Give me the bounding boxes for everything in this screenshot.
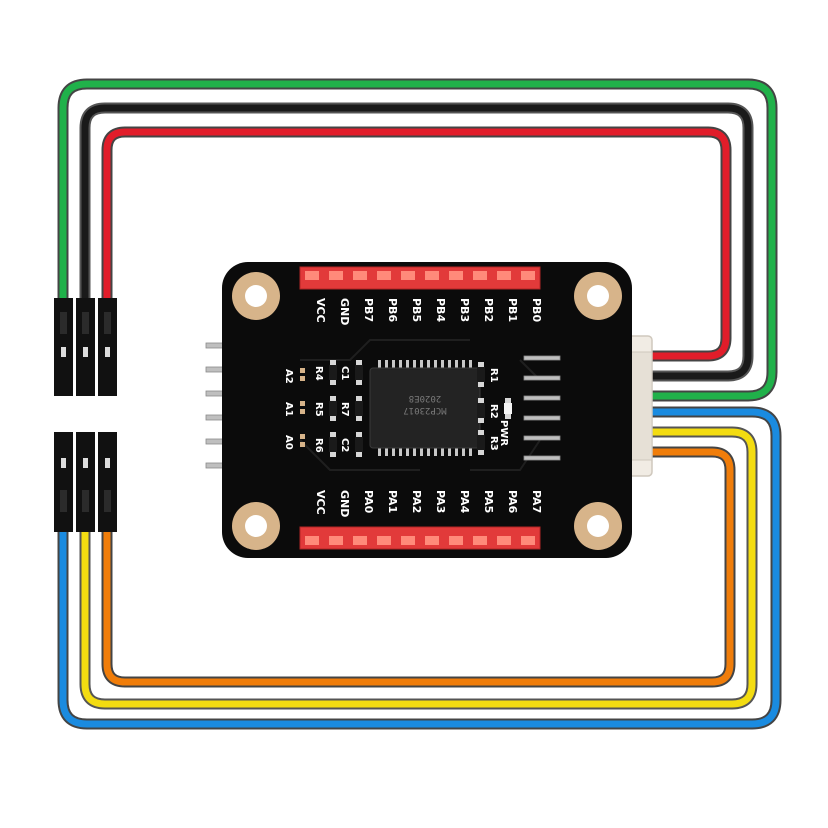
wire-blue: [59, 408, 780, 728]
label-r3: R3: [488, 436, 499, 451]
label-r4: R4: [313, 366, 324, 381]
wire-orange: [103, 448, 734, 686]
bottom-label-1: GND: [338, 490, 351, 517]
bottom-label-8: PA6: [506, 490, 519, 514]
label-r1: R1: [488, 368, 499, 383]
top-label-1: GND: [338, 298, 351, 325]
bottom-pin-labels: VCC GND PA0 PA1 PA2 PA3 PA4 PA5 PA6 PA7: [314, 490, 543, 517]
dupont-housing-3: [98, 298, 117, 396]
jst-pins: [523, 355, 561, 461]
bottom-label-2: PA0: [362, 490, 375, 514]
label-r5: R5: [313, 402, 324, 417]
bottom-label-0: VCC: [314, 490, 327, 515]
dupont-connector-icon: [54, 432, 117, 532]
dupont-housing-6: [98, 432, 117, 532]
bottom-label-3: PA1: [386, 490, 399, 513]
wire-yellow: [81, 428, 756, 708]
top-label-0: VCC: [314, 298, 327, 323]
top-label-6: PB3: [458, 298, 471, 322]
wire-green: [59, 80, 776, 400]
dupont-housing-5: [76, 432, 95, 532]
top-label-4: PB5: [410, 298, 423, 322]
bottom-label-9: PA7: [530, 490, 543, 513]
top-label-2: PB7: [362, 298, 375, 322]
ic-chip-icon: MCP23017 2020E8: [369, 360, 481, 456]
bottom-label-5: PA3: [434, 490, 447, 513]
top-label-9: PB0: [530, 298, 543, 322]
chip-marking-2: 2020E8: [409, 393, 442, 403]
dupont-housing-1: [54, 298, 73, 396]
bottom-label-6: PA4: [458, 490, 471, 514]
dupont-connector-icon: [54, 298, 117, 396]
top-wire-bundle: [57, 78, 778, 402]
mounting-hole-icon: [232, 272, 622, 550]
address-jumpers: A2 A1 A0: [283, 368, 305, 450]
label-c2: C2: [339, 438, 350, 452]
dupont-housing-2: [76, 298, 95, 396]
top-pin-labels: VCC GND PB7 PB6 PB5 PB4 PB3 PB2 PB1 PB0: [314, 298, 543, 325]
bottom-wire-bundle: [57, 406, 782, 730]
chip-marking-1: MCP23017: [403, 405, 446, 415]
address-label-a0: A0: [283, 435, 294, 450]
top-pin-header: [299, 266, 541, 290]
label-c1: C1: [339, 366, 350, 380]
bottom-label-7: PA5: [482, 490, 495, 513]
top-label-5: PB4: [434, 298, 447, 322]
address-label-a1: A1: [283, 402, 294, 417]
wire-red: [103, 128, 730, 360]
address-label-a2: A2: [283, 369, 294, 384]
pwr-led: [504, 403, 512, 414]
top-label-7: PB2: [482, 298, 495, 322]
right-passives: R1 R2 R3 PWR: [477, 362, 512, 455]
bottom-label-4: PA2: [410, 490, 423, 513]
label-pwr: PWR: [498, 420, 509, 446]
dupont-housing-4: [54, 432, 73, 532]
left-passives: R4 R5 R6 C1 R7 C2: [313, 360, 363, 457]
top-label-8: PB1: [506, 298, 519, 322]
label-r6: R6: [313, 438, 324, 453]
wire-black: [81, 104, 752, 380]
bottom-pin-header: [299, 526, 541, 550]
label-r7: R7: [339, 402, 350, 417]
label-r2: R2: [488, 404, 499, 419]
top-label-3: PB6: [386, 298, 399, 322]
